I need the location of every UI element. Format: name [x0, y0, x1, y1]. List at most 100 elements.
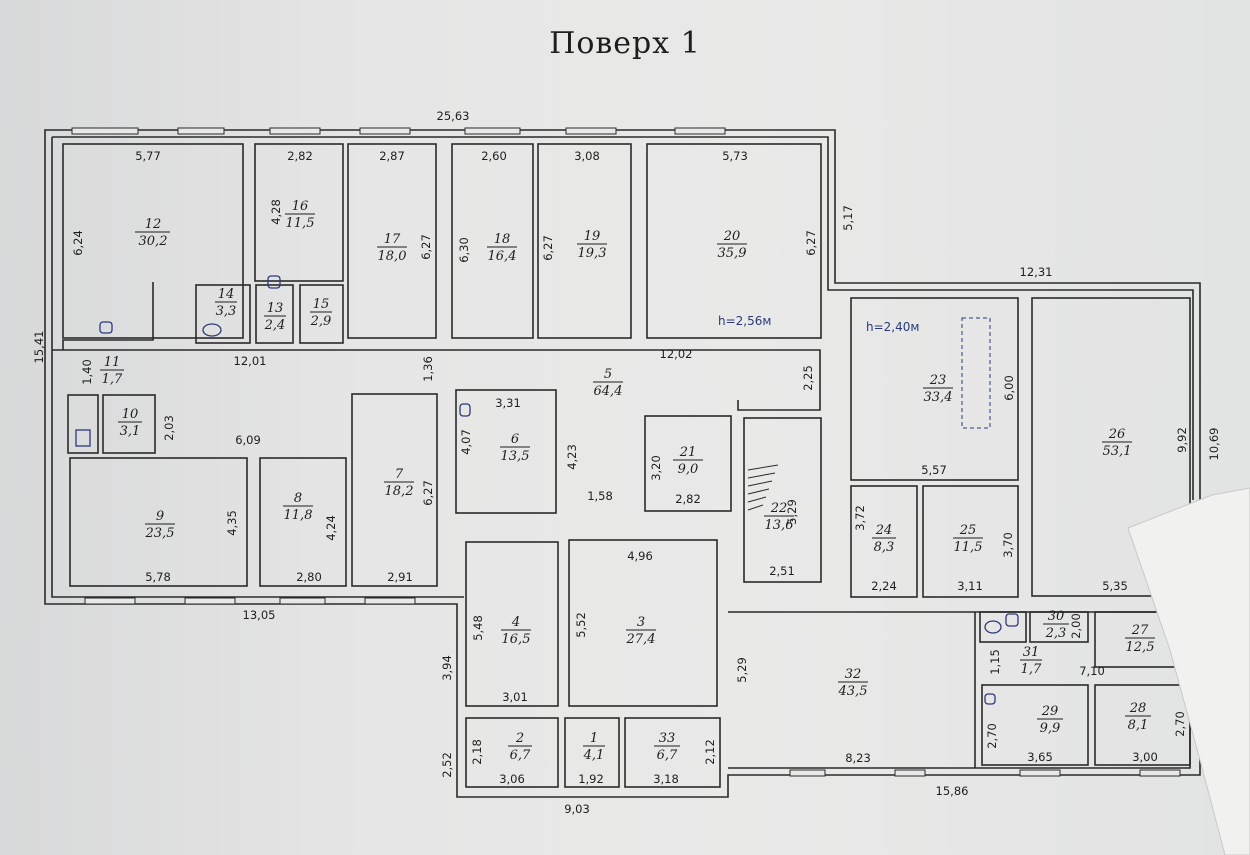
room-16-wall [254, 143, 344, 282]
room-label: 416,5 [501, 615, 531, 647]
room-label: 143,3 [215, 287, 237, 319]
dimension-label: 5,52 [574, 612, 588, 638]
window [359, 127, 411, 135]
dimension-label: 12,01 [234, 354, 267, 368]
room-number: 17 [384, 232, 401, 247]
room-11-wall [67, 394, 99, 454]
room-2-wall [465, 717, 559, 788]
room-area: 6,7 [657, 748, 678, 763]
room-label: 219,0 [673, 445, 703, 477]
room-number: 31 [1023, 645, 1040, 660]
room-number: 14 [218, 287, 235, 302]
room-number: 32 [845, 667, 862, 682]
window [1019, 769, 1061, 777]
room-13-wall [255, 284, 294, 344]
room-25-wall [922, 485, 1019, 598]
room-label: 14,1 [583, 731, 605, 763]
room-label: 811,8 [283, 491, 313, 523]
room-area: 11,5 [954, 540, 983, 555]
room-number: 26 [1108, 427, 1126, 442]
room-32-wall [728, 611, 1191, 769]
room-label: 336,7 [654, 731, 680, 763]
room-area: 4,1 [583, 748, 605, 763]
room-4-wall [465, 541, 559, 707]
room-24-wall [850, 485, 918, 598]
dimension-label: 6,30 [457, 237, 471, 263]
walls [44, 129, 1201, 798]
window [894, 769, 926, 777]
dimension-label: 2,80 [296, 570, 322, 584]
room-area: 30,2 [139, 234, 168, 249]
room-14-wall [195, 284, 251, 344]
dimension-label: 5,48 [471, 615, 485, 641]
room-number: 28 [1129, 701, 1147, 716]
dimension-label: 2,82 [287, 149, 313, 163]
dimension-label: 2,12 [703, 739, 717, 765]
room-6-wall [455, 389, 557, 514]
room-label: 564,4 [593, 367, 623, 399]
dimension-label: 15,41 [32, 331, 46, 364]
dimension-label: 2,52 [440, 752, 454, 778]
room-number: 20 [723, 229, 741, 244]
room-15-wall [299, 284, 344, 344]
room-area: 1,7 [1021, 662, 1042, 677]
window [1139, 769, 1181, 777]
dimension-label: 3,00 [1132, 750, 1158, 764]
room-area: 16,5 [502, 632, 531, 647]
room-label: 288,1 [1125, 701, 1151, 733]
room-label: 327,4 [626, 615, 656, 647]
room-label: 718,2 [384, 467, 414, 499]
dimension-label: 5,73 [722, 149, 748, 163]
dimension-label: 2,18 [470, 739, 484, 765]
room-label: 12 30,2 [135, 217, 170, 249]
room-area: 3,3 [216, 304, 237, 319]
dimension-label: 2,70 [985, 723, 999, 749]
room-area: 19,3 [578, 246, 607, 261]
dimension-label: 1,36 [421, 356, 435, 382]
room-number: 11 [104, 355, 121, 370]
dimension-label: 2,70 [1173, 711, 1187, 737]
room-number: 29 [1041, 704, 1059, 719]
dimension-label: 5,17 [841, 205, 855, 231]
dimension-label: 6,00 [1002, 375, 1016, 401]
room-30-wall [1029, 611, 1089, 643]
room-21-wall [644, 415, 732, 512]
room-label: 152,9 [310, 297, 332, 329]
sink-icon [984, 693, 996, 705]
room-number: 12 [145, 217, 162, 232]
room-label: 299,9 [1037, 704, 1063, 736]
room-label: 26,7 [508, 731, 532, 763]
room-label: 613,5 [500, 432, 530, 464]
room-area: 2,9 [310, 314, 332, 329]
room-area: 6,7 [510, 748, 531, 763]
dimension-label: 9,92 [1175, 427, 1189, 453]
stage-icon [961, 317, 991, 429]
room-area: 2,3 [1045, 626, 1067, 641]
dimension-label: 15,86 [936, 784, 969, 798]
dimension-label: 2,87 [379, 149, 405, 163]
room-33-wall [624, 717, 721, 788]
dimension-label: 1,58 [587, 489, 613, 503]
room-9-wall [69, 457, 248, 587]
outer-wall [44, 129, 1201, 798]
dimension-label: 3,65 [1027, 750, 1053, 764]
room-area: 18,0 [378, 249, 407, 264]
dimension-label: 1,40 [80, 359, 94, 385]
room-area: 12,5 [1126, 640, 1155, 655]
dimension-label: 2,25 [801, 365, 815, 391]
room-label: 111,7 [100, 355, 124, 387]
room-number: 22 [770, 501, 788, 516]
room-number: 24 [875, 523, 893, 538]
height-note-left: h=2,56м [718, 314, 771, 328]
page-title: Поверх 1 [549, 26, 701, 61]
dimension-label: 6,27 [421, 480, 435, 506]
room-7-wall [351, 393, 438, 587]
room-area: 13,5 [501, 449, 530, 464]
